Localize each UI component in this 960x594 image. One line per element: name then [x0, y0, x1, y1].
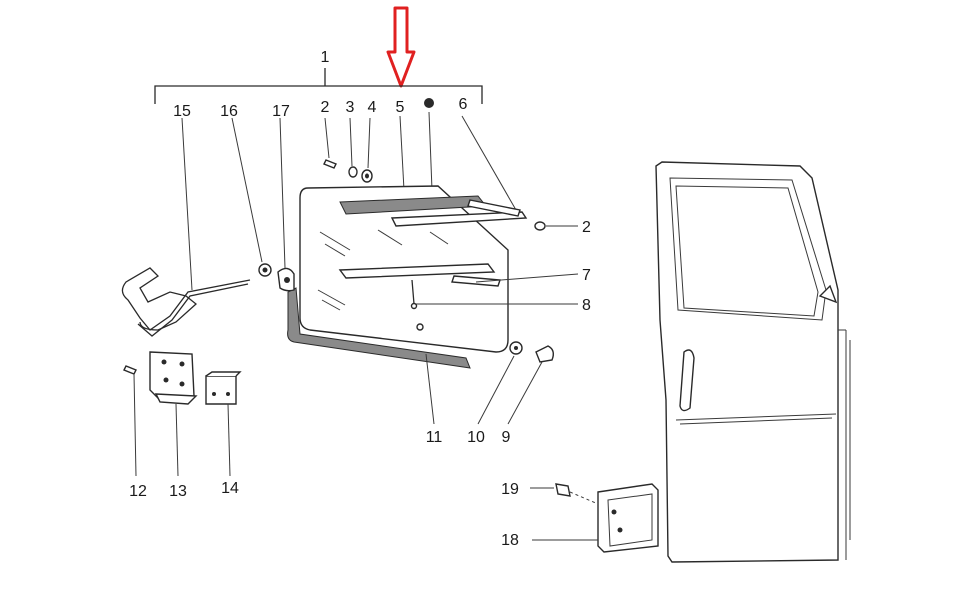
washer-part: [477, 341, 523, 425]
callout-3: 3: [346, 99, 355, 116]
callout-6: 6: [459, 96, 468, 113]
callout-11: 11: [426, 429, 443, 446]
washer-part: [361, 117, 373, 183]
callout-13: 13: [169, 483, 187, 500]
callout-5: 5: [396, 99, 405, 116]
pin-part: [410, 279, 418, 310]
callout-14: 14: [221, 480, 239, 497]
callout-7: 7: [582, 267, 591, 284]
knob-part: [507, 345, 555, 425]
callout-16: 16: [220, 103, 238, 120]
mounting-bracket-part: [149, 351, 198, 477]
callout-10: 10: [467, 429, 485, 446]
callout-15: 15: [173, 103, 191, 120]
door-pocket-part: [532, 483, 659, 553]
upper-channel-part: [339, 195, 528, 227]
callout-labels: 1 2 3 4 5 6 15 16 17 2 7 8 9 10 11 12 13…: [129, 49, 591, 549]
washer-part: [348, 117, 358, 178]
callout-17: 17: [272, 103, 290, 120]
callout-4: 4: [368, 99, 377, 116]
callout-1: 1: [321, 49, 330, 66]
screw-part: [123, 365, 137, 477]
weatherstrip-part: [287, 287, 471, 369]
bullet-marker: [424, 98, 434, 108]
door-part: [655, 161, 851, 563]
callout-8: 8: [582, 297, 591, 314]
screw-part: [534, 221, 578, 231]
screw-part: [323, 117, 337, 169]
callout-2-right: 2: [582, 219, 591, 236]
callout-12: 12: [129, 483, 147, 500]
wire-spring-part: [121, 117, 251, 337]
assembly-bracket: [154, 68, 483, 104]
clip-part: [277, 117, 295, 292]
lower-channel-part: [338, 263, 501, 287]
callout-2: 2: [321, 99, 330, 116]
callout-9: 9: [502, 429, 511, 446]
callout-19: 19: [501, 481, 519, 498]
highlight-arrow-icon: [386, 6, 416, 88]
screw-part: [530, 483, 599, 505]
nut-part: [231, 117, 272, 277]
callout-18: 18: [501, 532, 519, 549]
plate-part: [205, 371, 242, 477]
